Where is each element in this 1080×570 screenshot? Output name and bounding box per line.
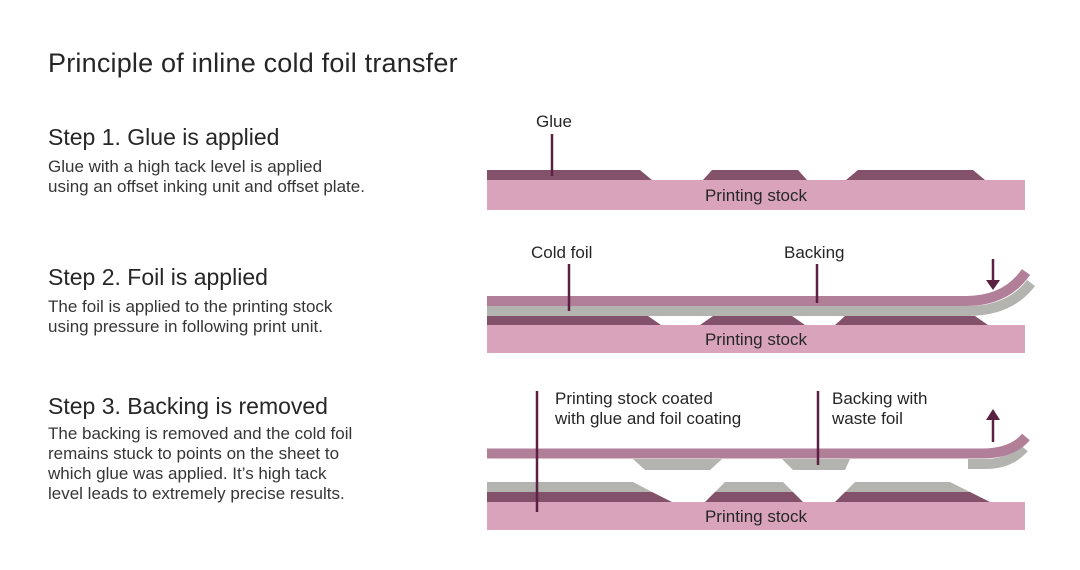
waste-foil-piece	[968, 444, 1028, 469]
step3-diagram	[487, 391, 1030, 530]
coated-stock-label: Printing stock coated with glue and foil…	[555, 389, 742, 428]
cold-foil-label: Cold foil	[531, 243, 593, 262]
step2-description: The foil is applied to the printing stoc…	[48, 297, 333, 336]
glue-strip	[487, 170, 652, 180]
glue-strip	[700, 316, 805, 325]
glue-strip	[487, 316, 661, 325]
step3-description: The backing is removed and the cold foil…	[48, 424, 353, 503]
printing-stock-bar	[487, 325, 1025, 353]
backing-layer	[487, 269, 1031, 306]
glue-strip	[703, 170, 807, 180]
waste-foil-piece	[782, 459, 850, 470]
glue-strip	[846, 170, 985, 180]
printing-stock-bar	[487, 502, 1025, 530]
printing-stock-label: Printing stock	[704, 330, 808, 349]
foil-coating	[487, 482, 652, 492]
step1-diagram	[487, 134, 1025, 210]
glue-strip	[835, 492, 990, 502]
waste-foil-piece	[633, 459, 722, 470]
backing-label: Backing	[784, 243, 845, 262]
foil-coating	[845, 482, 970, 492]
printing-stock-bar	[487, 180, 1025, 210]
step1-description: Glue with a high tack level is applied u…	[48, 157, 365, 196]
step2-heading: Step 2. Foil is applied	[48, 264, 268, 290]
step2-diagram	[487, 259, 1035, 353]
glue-strip	[705, 492, 803, 502]
printing-stock-label: Printing stock	[704, 186, 808, 205]
backing-layer	[487, 433, 1030, 459]
arrow-up-head-icon	[986, 409, 1000, 420]
glue-strip	[835, 316, 988, 325]
glue-label: Glue	[536, 112, 572, 131]
page-title: Principle of inline cold foil transfer	[48, 48, 458, 78]
step1-heading: Step 1. Glue is applied	[48, 124, 280, 150]
arrow-down-head-icon	[986, 280, 1000, 290]
printing-stock-label: Printing stock	[704, 507, 808, 526]
backing-waste-label: Backing with waste foil	[832, 389, 928, 428]
foil-coating	[715, 482, 793, 492]
cold-foil-layer	[487, 279, 1035, 316]
step3-heading: Step 3. Backing is removed	[48, 393, 328, 419]
glue-strip	[487, 492, 672, 502]
